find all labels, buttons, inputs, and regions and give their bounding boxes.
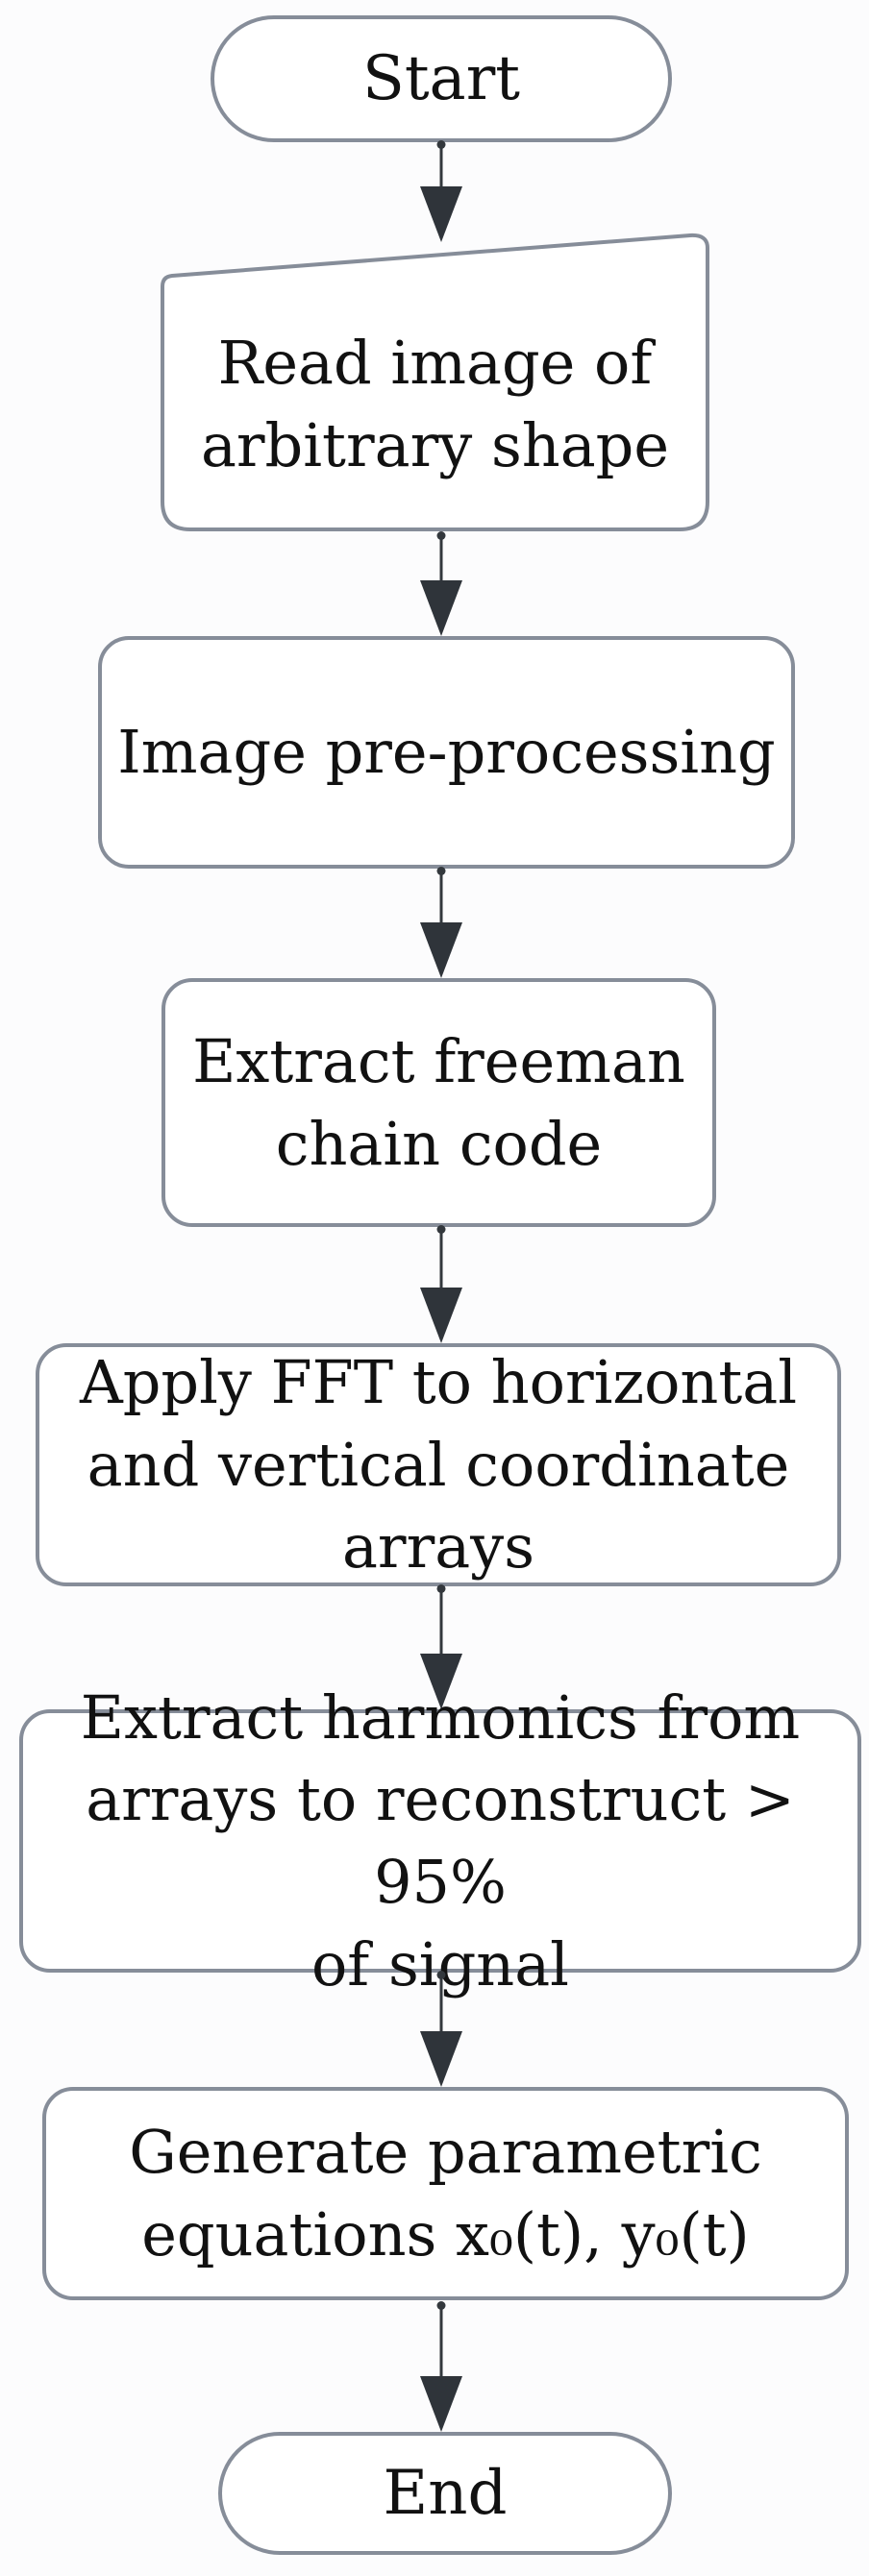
node-start: Start bbox=[211, 15, 672, 142]
flow-arrow bbox=[420, 1225, 462, 1343]
node-label: Image pre-processing bbox=[117, 717, 776, 788]
node-apply-fft: Apply FFT to horizontal and vertical coo… bbox=[36, 1343, 841, 1586]
arrow-head-icon bbox=[420, 580, 462, 636]
node-read-image: Read image of arbitrary shape bbox=[159, 231, 711, 533]
node-image-pre-processing: Image pre-processing bbox=[98, 636, 795, 869]
node-extract-freeman-chain-code: Extract freeman chain code bbox=[161, 978, 716, 1227]
node-label: Apply FFT to horizontal and vertical coo… bbox=[79, 1347, 798, 1582]
arrow-head-icon bbox=[420, 2031, 462, 2087]
flow-arrow bbox=[420, 140, 462, 242]
arrow-stem bbox=[439, 1973, 443, 2035]
arrow-stem bbox=[439, 142, 443, 190]
flow-arrow bbox=[420, 867, 462, 978]
arrow-stem bbox=[439, 2303, 443, 2380]
arrow-head-icon bbox=[420, 186, 462, 242]
node-end: End bbox=[218, 2432, 672, 2555]
flow-arrow bbox=[420, 531, 462, 636]
node-label: Extract freeman chain code bbox=[192, 1025, 685, 1179]
node-label: End bbox=[383, 2457, 508, 2529]
arrow-head-icon bbox=[420, 1288, 462, 1343]
arrow-stem bbox=[439, 533, 443, 584]
node-label: Start bbox=[361, 42, 521, 114]
arrow-stem bbox=[439, 1586, 443, 1657]
arrow-head-icon bbox=[420, 922, 462, 978]
node-label: Extract harmonics from arrays to reconst… bbox=[80, 1681, 801, 1999]
flow-arrow bbox=[420, 1584, 462, 1709]
arrow-stem bbox=[439, 1227, 443, 1291]
flow-arrow bbox=[420, 1971, 462, 2087]
manual-input-shape bbox=[161, 233, 709, 531]
arrow-stem bbox=[439, 869, 443, 926]
node-extract-harmonics: Extract harmonics from arrays to reconst… bbox=[19, 1682, 861, 1999]
flow-arrow bbox=[420, 2301, 462, 2432]
arrow-head-icon bbox=[420, 1654, 462, 1709]
node-label: Generate parametric equations x₀(t), y₀(… bbox=[129, 2117, 762, 2269]
arrow-head-icon bbox=[420, 2376, 462, 2432]
node-label: Read image of arbitrary shape bbox=[200, 327, 670, 480]
node-generate-parametric-equations: Generate parametric equations x₀(t), y₀(… bbox=[42, 2087, 849, 2300]
